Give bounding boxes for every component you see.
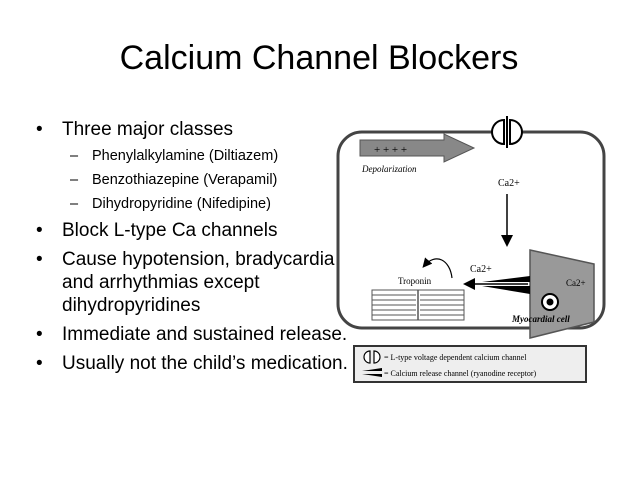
l-type-channel-icon xyxy=(491,116,523,148)
sub-bullet-item: Phenylalkylamine (Diltiazem) xyxy=(36,147,356,165)
legend-release-icon xyxy=(362,368,382,377)
cell-membrane xyxy=(336,130,606,330)
bullet-item: Immediate and sustained release. xyxy=(36,323,356,346)
myocardial-cell-label: Myocardial cell xyxy=(511,314,570,324)
bullet-item: Block L-type Ca channels xyxy=(36,219,356,242)
sub-bullet-item: Benzothiazepine (Verapamil) xyxy=(36,171,356,189)
slide-title: Calcium Channel Blockers xyxy=(119,39,519,77)
ca-store-label: Ca2+ xyxy=(566,278,586,288)
feedback-arrow xyxy=(422,257,453,279)
sarcomere-filaments xyxy=(371,289,465,321)
legend-release-text: = Calcium release channel (ryanodine rec… xyxy=(384,369,537,378)
charges-label: + + + + xyxy=(374,144,407,156)
ryanodine-receptor-icon xyxy=(482,276,530,294)
depolarization-arrow xyxy=(359,133,476,163)
bullet-item: Cause hypotension, bradycardia and arrhy… xyxy=(36,248,356,317)
calcium-channel-diagram: + + + + Depolarization Ca2+ Ca2+ Ca2+ Tr… xyxy=(336,116,606,383)
bullet-item: Three major classes xyxy=(36,118,356,141)
sarcoplasmic-reticulum xyxy=(529,249,595,339)
legend-l-type-icon xyxy=(363,350,381,364)
receptor-target-icon xyxy=(541,293,559,311)
troponin-label: Troponin xyxy=(398,276,432,286)
bullet-item: Usually not the child’s medication. xyxy=(36,352,356,375)
depolarization-label: Depolarization xyxy=(361,164,417,174)
ca-cytosol-label: Ca2+ xyxy=(470,264,492,275)
legend: = L-type voltage dependent calcium chann… xyxy=(353,345,587,383)
bullet-list: Three major classes Phenylalkylamine (Di… xyxy=(36,118,356,375)
sub-bullet-item: Dihydropyridine (Nifedipine) xyxy=(36,195,356,213)
legend-l-type-text: = L-type voltage dependent calcium chann… xyxy=(384,353,527,362)
ca-ion-label: Ca2+ xyxy=(498,178,520,189)
